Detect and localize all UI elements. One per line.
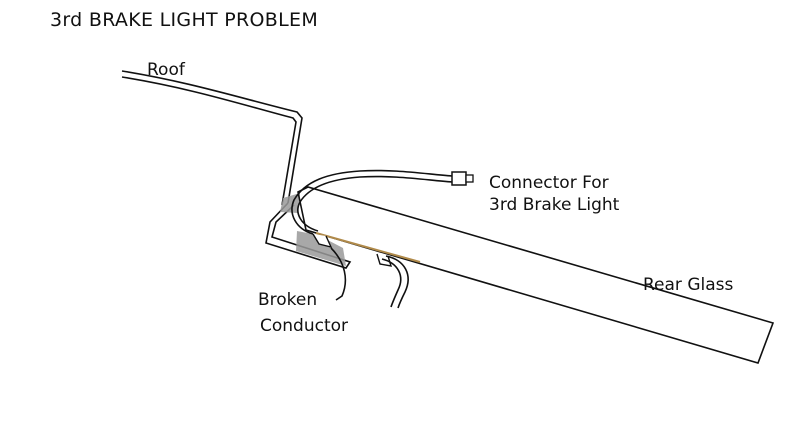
conductor-strip [315, 232, 421, 263]
connector-wire [291, 169, 453, 235]
roof-channel [265, 202, 352, 269]
broken-conductor-wire [330, 247, 409, 309]
roof-label: Roof [147, 60, 186, 80]
clip-left [312, 233, 333, 249]
roof-panel [121, 70, 303, 206]
connector-plug-icon [451, 171, 467, 186]
leader-line [330, 247, 347, 301]
roof-inner-line [121, 76, 297, 206]
wire-loop-outer [385, 255, 409, 309]
wire-loop-inner [381, 258, 402, 308]
rear-glass-label: Rear Glass [643, 275, 733, 295]
diagram-title: 3rd BRAKE LIGHT PROBLEM [50, 9, 318, 31]
roof-outer-line [121, 70, 303, 204]
wire-inner [297, 175, 453, 232]
rear-glass [297, 186, 775, 364]
broken-label-line1: Broken [258, 290, 317, 310]
lower-seal [296, 231, 346, 266]
wire-outer [291, 169, 453, 235]
channel-outline [265, 202, 352, 269]
connector-label-line2: 3rd Brake Light [489, 195, 620, 215]
connector-pin-icon [465, 174, 474, 183]
glass-outline [297, 186, 775, 364]
connector-label-line1: Connector For [489, 173, 609, 193]
broken-label-line2: Conductor [260, 316, 348, 336]
